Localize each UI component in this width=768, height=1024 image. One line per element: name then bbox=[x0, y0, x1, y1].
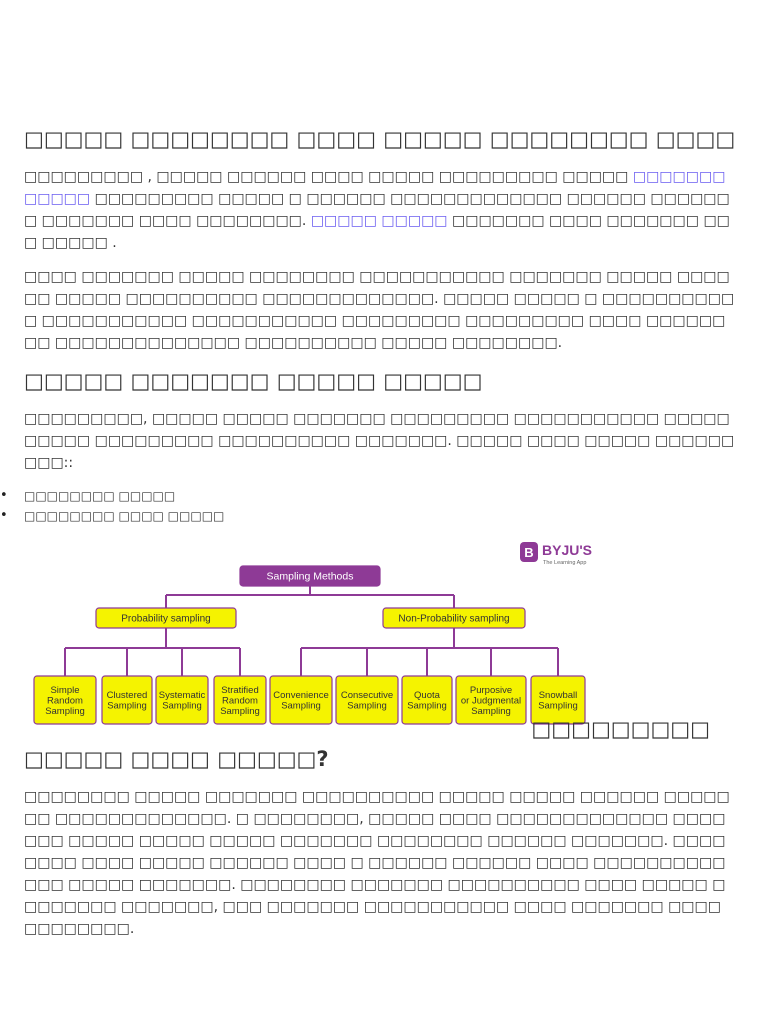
section-heading-3-part1: □□□□□□□□□ bbox=[531, 717, 710, 741]
paragraph-4: □□□□□□□□ □□□□□ □□□□□□□ □□□□□□□□□□ □□□□□ … bbox=[24, 789, 730, 937]
bullet-list: □□□□□□□□ □□□□□ □□□□□□□□ □□□□ □□□□□ bbox=[0, 486, 736, 526]
inline-link-2[interactable]: □□□□□ □□□□□ bbox=[310, 213, 448, 229]
paragraph-1-text-b: □□□□□□□□□ □□□□□ □ □□□□□□ □□□□□□□□□□□□□ □… bbox=[24, 191, 730, 229]
leaf-node bbox=[455, 675, 527, 725]
leaf-node bbox=[401, 675, 453, 725]
leaf-label: Sampling bbox=[407, 701, 447, 712]
leaf-node bbox=[530, 675, 586, 725]
leaf-label: Sampling bbox=[162, 701, 202, 712]
leaf-label: Sampling bbox=[45, 706, 85, 717]
leaf-label: Stratified bbox=[221, 685, 259, 696]
leaf-label: Purposive bbox=[470, 685, 512, 696]
leaf-label: or Judgmental bbox=[461, 695, 521, 706]
paragraph-3: □□□□□□□□□, □□□□□ □□□□□ □□□□□□□ □□□□□□□□□… bbox=[24, 411, 735, 471]
branch-label: Non-Probability sampling bbox=[398, 614, 509, 625]
leaf-label: Consecutive bbox=[341, 690, 393, 701]
paragraph-1: □□□□□□□□□ , □□□□□ □□□□□□ □□□□ □□□□□ □□□□… bbox=[24, 166, 736, 254]
leaf-label: Sampling bbox=[281, 701, 321, 712]
inline-link-1[interactable]: □□□□□□□□□□□□ bbox=[24, 169, 726, 207]
leaf-label: Clustered bbox=[107, 690, 148, 701]
section-heading-1: □□□□□ □□□□□□□□ □□□□ □□□□□ □□□□□□□□ □□□□□… bbox=[24, 127, 736, 151]
leaf-label: Sampling bbox=[347, 701, 387, 712]
brand-name: BYJU'S bbox=[542, 542, 592, 558]
leaf-node bbox=[269, 675, 333, 725]
section-heading-3-part2: □□□□□ □□□□ □□□□□? bbox=[24, 747, 329, 771]
leaf-label: Sampling bbox=[471, 706, 511, 717]
leaf-label: Quota bbox=[414, 690, 441, 701]
paragraph-1-text-a: □□□□□□□□□ , □□□□□ □□□□□□ □□□□ □□□□□ □□□□… bbox=[24, 169, 633, 185]
list-item: □□□□□□□□ □□□□ □□□□□ bbox=[0, 506, 736, 526]
leaf-node bbox=[155, 675, 209, 725]
leaf-label: Sampling bbox=[538, 701, 578, 712]
byjus-logo-letter: B bbox=[524, 545, 533, 560]
leaf-node bbox=[33, 675, 97, 725]
list-item: □□□□□□□□ □□□□□ bbox=[0, 486, 736, 506]
section-heading-2: □□□□□ □□□□□□□ □□□□□ □□□□□ bbox=[24, 369, 483, 393]
brand-tagline: The Learning App bbox=[543, 560, 586, 566]
byjus-logo-icon bbox=[520, 542, 538, 562]
leaf-label: Random bbox=[47, 695, 83, 706]
leaf-label: Sampling bbox=[107, 701, 147, 712]
leaf-label: Convenience bbox=[273, 690, 328, 701]
leaf-node bbox=[213, 675, 267, 725]
article: □□□□□ □□□□□□□□ □□□□ □□□□□ □□□□□□□□ □□□□□… bbox=[0, 118, 736, 952]
leaf-label: Random bbox=[222, 695, 258, 706]
leaf-label: Systematic bbox=[159, 690, 206, 701]
paragraph-1-text-c: □□□□□□□ □□□□ □□□□□□□ □□□ □□□□□ . bbox=[24, 213, 730, 251]
root-label: Sampling Methods bbox=[267, 571, 354, 583]
leaf-node bbox=[335, 675, 399, 725]
leaf-node bbox=[101, 675, 153, 725]
leaf-label: Snowball bbox=[539, 690, 578, 701]
branch-label: Probability sampling bbox=[121, 614, 211, 625]
leaf-label: Simple bbox=[50, 685, 79, 696]
paragraph-2: □□□□ □□□□□□□ □□□□□ □□□□□□□□ □□□□□□□□□□□ … bbox=[24, 269, 735, 351]
leaf-label: Sampling bbox=[220, 706, 260, 717]
